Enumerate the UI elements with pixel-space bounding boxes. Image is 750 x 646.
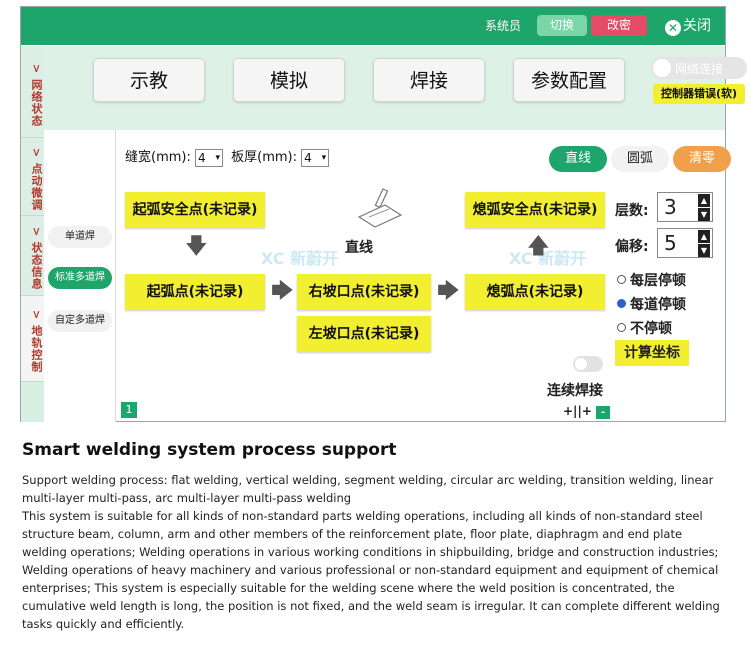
tab-network-status[interactable]: > 网络状态 <box>21 46 44 138</box>
pass-adjust-controls: +||+ - <box>563 404 611 419</box>
layers-label: 层数: <box>615 203 649 219</box>
layers-input[interactable]: 3 ▲ ▼ <box>657 192 713 222</box>
layers-value: 3 <box>664 195 677 219</box>
continuous-weld-label: 连续焊接 <box>547 383 603 399</box>
arc-button[interactable]: 圆弧 <box>611 146 669 172</box>
description-paragraph: This system is suitable for all kinds of… <box>22 509 720 631</box>
toggle-knob <box>653 59 671 77</box>
network-toggle-label: 网络连接 <box>675 62 724 76</box>
offset-input[interactable]: 5 ▲ ▼ <box>657 228 713 258</box>
line-button[interactable]: 直线 <box>549 146 607 172</box>
arc-start-safe-point-button[interactable]: 起弧安全点(未记录) <box>125 192 265 228</box>
arrow-right-icon: 🡆 <box>437 279 460 304</box>
close-button[interactable]: ✕关闭 <box>665 13 723 39</box>
top-bar: 系统员 切换 改密 ✕关闭 <box>21 7 725 45</box>
custom-multipass-button[interactable]: 自定多道焊 <box>48 310 112 332</box>
offset-label: 偏移: <box>615 239 649 255</box>
param-row: 缝宽(mm): 4▾ 板厚(mm): 4▾ <box>125 146 330 167</box>
radio-label: 每道停顿 <box>630 297 686 313</box>
mode-button-weld[interactable]: 焊接 <box>373 58 485 102</box>
arrow-up-icon: 🡅 <box>527 234 550 259</box>
description-paragraph: Support welding process: flat welding, v… <box>22 473 714 505</box>
mode-button-param-config[interactable]: 参数配置 <box>513 58 625 102</box>
left-bevel-point-button[interactable]: 左坡口点(未记录) <box>297 316 431 352</box>
tab-jog-adjust[interactable]: > 点动微调 <box>21 138 44 216</box>
close-label: 关闭 <box>683 18 711 34</box>
radio-no-pause[interactable]: 不停顿 <box>617 318 672 338</box>
mode-button-simulate[interactable]: 模拟 <box>233 58 345 102</box>
mode-toolbar: 示教 模拟 焊接 参数配置 网络连接 控制器错误(软) <box>44 46 747 130</box>
user-role-label: 系统员 <box>485 19 522 33</box>
thickness-value: 4 <box>304 150 312 165</box>
switch-user-button[interactable]: 切换 <box>537 15 587 36</box>
calculate-coords-button[interactable]: 计算坐标 <box>615 340 689 366</box>
hmi-screen: 系统员 切换 改密 ✕关闭 > 网络状态 > 点动微调 > 状态信息 > 地轨控… <box>20 6 747 422</box>
thickness-select[interactable]: 4▾ <box>301 148 330 167</box>
arc-end-safe-point-button[interactable]: 熄弧安全点(未记录) <box>465 192 605 228</box>
description-text: Support welding process: flat welding, v… <box>22 471 730 633</box>
section-heading: Smart welding system process support <box>22 440 397 460</box>
weld-torch-icon <box>357 188 403 228</box>
gap-value: 4 <box>198 150 206 165</box>
toggle-knob <box>575 358 587 370</box>
spin-up-icon[interactable]: ▲ <box>698 194 710 207</box>
arrow-down-icon: 🡇 <box>185 234 208 259</box>
spin-down-icon[interactable]: ▼ <box>698 244 710 257</box>
single-pass-button[interactable]: 单道焊 <box>48 226 112 248</box>
teach-work-panel: 缝宽(mm): 4▾ 板厚(mm): 4▾ 直线 圆弧 清零 直线 XC 新蔚开… <box>117 132 731 420</box>
spin-up-icon[interactable]: ▲ <box>698 230 710 243</box>
gap-select[interactable]: 4▾ <box>195 148 223 167</box>
tab-status-info[interactable]: > 状态信息 <box>21 216 44 296</box>
clear-button[interactable]: 清零 <box>673 146 731 172</box>
gap-label: 缝宽(mm): <box>125 150 191 165</box>
dropdown-arrow-icon: ▾ <box>321 152 327 163</box>
radio-dot <box>617 323 626 332</box>
radio-pause-each-layer[interactable]: 每层停顿 <box>617 270 686 290</box>
tab-ground-rail-control[interactable]: > 地轨控制 <box>21 296 44 382</box>
offset-value: 5 <box>664 231 677 255</box>
radio-dot <box>617 275 626 284</box>
right-bevel-point-button[interactable]: 右坡口点(未记录) <box>297 274 431 310</box>
watermark-right: XC 新蔚开 <box>509 249 587 268</box>
radio-dot <box>617 299 626 308</box>
pass-remove-button[interactable]: - <box>596 406 611 419</box>
change-password-button[interactable]: 改密 <box>591 15 647 36</box>
arc-end-point-button[interactable]: 熄弧点(未记录) <box>465 274 605 310</box>
radio-label: 每层停顿 <box>630 273 686 289</box>
controller-error-button[interactable]: 控制器错误(软) <box>653 84 745 104</box>
dropdown-arrow-icon: ▾ <box>215 152 220 163</box>
close-icon: ✕ <box>665 20 681 36</box>
mode-button-teach[interactable]: 示教 <box>93 58 205 102</box>
pass-add-button[interactable]: +||+ <box>563 404 592 418</box>
page-number-badge: 1 <box>121 402 137 418</box>
side-tab-bar: > 网络状态 > 点动微调 > 状态信息 > 地轨控制 <box>21 46 44 422</box>
standard-multipass-button[interactable]: 标准多道焊 <box>48 267 112 289</box>
watermark-left: XC 新蔚开 <box>261 249 339 268</box>
arc-start-point-button[interactable]: 起弧点(未记录) <box>125 274 265 310</box>
weld-type-column: 单道焊 标准多道焊 自定多道焊 <box>44 130 116 422</box>
network-toggle[interactable]: 网络连接 <box>651 57 747 79</box>
radio-pause-each-pass[interactable]: 每道停顿 <box>617 294 686 314</box>
radio-label: 不停顿 <box>630 321 672 337</box>
weld-line-label: 直线 <box>345 240 373 256</box>
spin-down-icon[interactable]: ▼ <box>698 208 710 221</box>
thickness-label: 板厚(mm): <box>231 150 297 165</box>
arrow-right-icon: 🡆 <box>271 279 294 304</box>
continuous-weld-toggle[interactable] <box>573 356 603 372</box>
